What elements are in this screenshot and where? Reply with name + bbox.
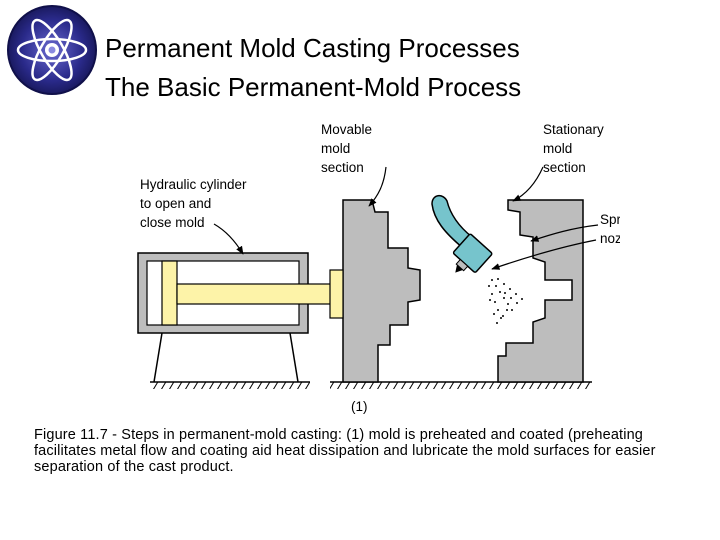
label-spray-nozzle: Spray nozzle bbox=[600, 212, 620, 246]
cylinder-legs bbox=[153, 332, 299, 383]
arrow-movable bbox=[368, 166, 387, 207]
label-hydraulic-cylinder: Hydraulic cylinder to open and close mol… bbox=[140, 177, 250, 230]
arrow-stationary bbox=[512, 166, 544, 202]
spray-hose bbox=[431, 195, 474, 250]
page-title: Permanent Mold Casting Processes bbox=[105, 33, 520, 63]
stationary-mold-section bbox=[497, 199, 584, 383]
leader-arrows bbox=[213, 166, 599, 270]
step-label: (1) bbox=[351, 399, 368, 414]
permanent-mold-diagram: Movable mold section Stationary mold sec… bbox=[137, 122, 620, 414]
movable-mold-section bbox=[342, 199, 421, 383]
arrow-spray-upper bbox=[530, 224, 599, 242]
ground-line bbox=[150, 381, 592, 389]
label-movable-mold: Movable mold section bbox=[321, 122, 376, 175]
label-stationary-mold: Stationary mold section bbox=[543, 122, 608, 175]
hydraulic-cylinder bbox=[137, 252, 334, 334]
arrow-spray-lower bbox=[491, 239, 597, 270]
spray-nozzle bbox=[452, 233, 493, 273]
piston-rod bbox=[176, 283, 334, 305]
piston-head bbox=[161, 260, 178, 326]
figure-caption: Figure 11.7 ‑ Steps in permanent-mold ca… bbox=[34, 427, 656, 475]
spray-mist bbox=[488, 278, 523, 324]
page-subtitle: The Basic Permanent-Mold Process bbox=[105, 72, 522, 102]
atom-icon bbox=[7, 5, 97, 95]
rod-mount bbox=[329, 269, 344, 319]
arrow-hydraulic bbox=[213, 223, 244, 255]
